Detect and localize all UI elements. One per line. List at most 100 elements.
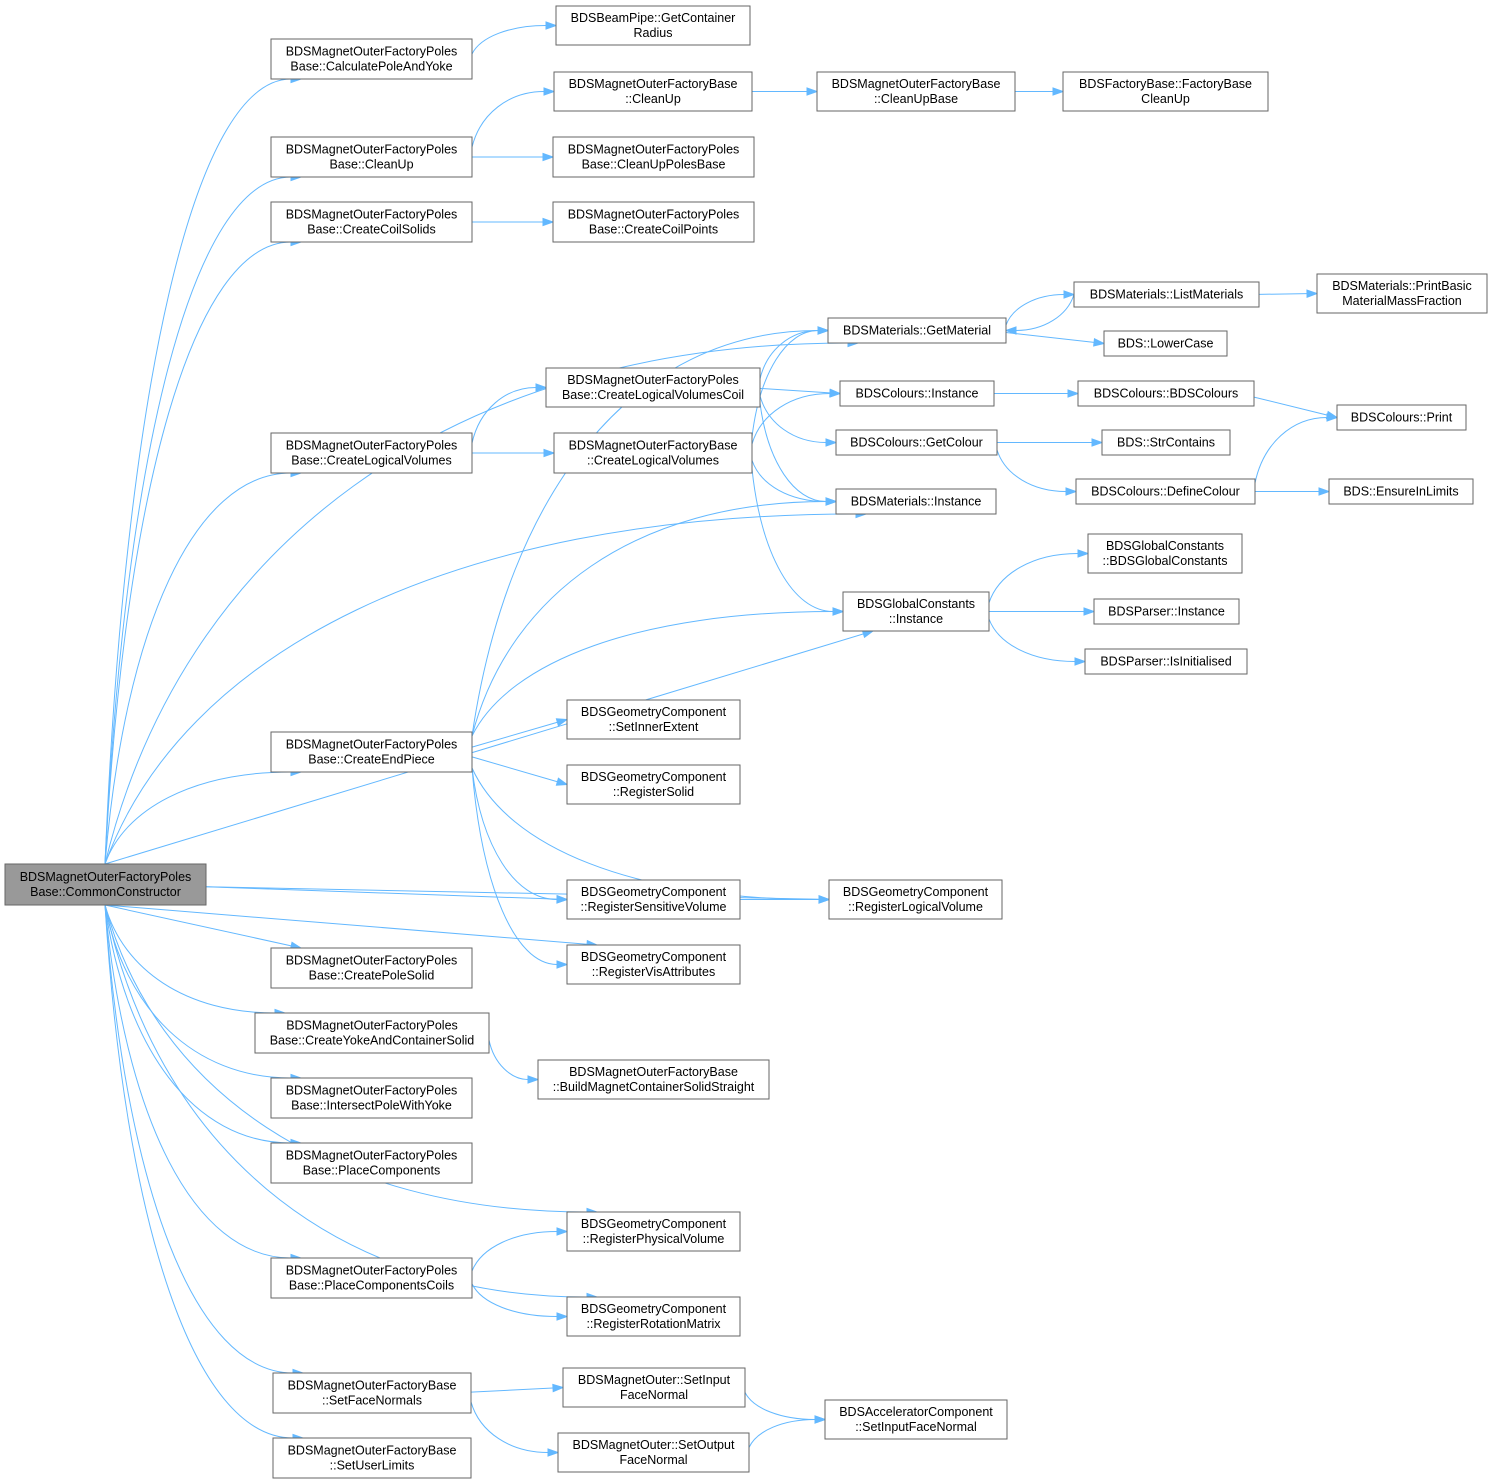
edge-arrowhead xyxy=(552,1383,565,1393)
node-place-components[interactable]: BDSMagnetOuterFactoryPolesBase::PlaceCom… xyxy=(270,1142,473,1184)
edge-arrowhead xyxy=(543,87,556,96)
node-bds-ensure-in-limits[interactable]: BDS::EnsureInLimits xyxy=(1328,478,1474,505)
edge-create-end-piece-to-gc-register-sensitive xyxy=(471,767,558,900)
node-label-line: Base::CommonConstructor xyxy=(30,885,181,899)
node-colours-print[interactable]: BDSColours::Print xyxy=(1336,404,1467,431)
node-label-line: Base::CreatePoleSolid xyxy=(309,969,435,983)
node-label-line: BDSMagnetOuterFactoryPoles xyxy=(286,1149,458,1163)
node-create-lv-coil[interactable]: BDSMagnetOuterFactoryPolesBase::CreateLo… xyxy=(545,367,761,408)
edge-mo-set-output-face-to-accel-set-input-face xyxy=(748,1419,816,1448)
node-materials-print-basic[interactable]: BDSMaterials::PrintBasicMaterialMassFrac… xyxy=(1316,273,1488,314)
node-build-container-straight[interactable]: BDSMagnetOuterFactoryBase::BuildMagnetCo… xyxy=(537,1059,770,1100)
node-materials-get-material[interactable]: BDSMaterials::GetMaterial xyxy=(827,317,1007,344)
node-accel-set-input-face[interactable]: BDSAcceleratorComponent::SetInputFaceNor… xyxy=(824,1399,1008,1440)
node-set-user-limits[interactable]: BDSMagnetOuterFactoryBase::SetUserLimits xyxy=(272,1437,472,1479)
node-base-cleanup[interactable]: BDSMagnetOuterFactoryBase::CleanUp xyxy=(553,71,753,112)
node-gc-register-solid[interactable]: BDSGeometryComponent::RegisterSolid xyxy=(566,764,741,805)
node-box xyxy=(1316,273,1488,314)
edge-arrowhead xyxy=(556,1312,569,1321)
node-label-line: BDSGeometryComponent xyxy=(581,885,727,899)
node-mo-set-input-face[interactable]: BDSMagnetOuter::SetInputFaceNormal xyxy=(562,1367,746,1408)
edge-arrowhead xyxy=(817,326,830,335)
nodes-layer: BDSMagnetOuterFactoryPolesBase::CommonCo… xyxy=(4,5,1488,1479)
node-gc-register-physical[interactable]: BDSGeometryComponent::RegisterPhysicalVo… xyxy=(566,1211,741,1252)
node-colours-instance[interactable]: BDSColours::Instance xyxy=(839,380,995,407)
node-intersect-pole-yoke[interactable]: BDSMagnetOuterFactoryPolesBase::Intersec… xyxy=(270,1077,473,1119)
node-box xyxy=(552,136,755,178)
node-label-line: BDSMagnetOuterFactoryBase xyxy=(569,77,738,91)
node-box xyxy=(553,71,753,112)
node-label-line: BDSMagnetOuterFactoryPoles xyxy=(568,143,740,157)
node-cleanup-poles-base[interactable]: BDSMagnetOuterFactoryPolesBase::CleanUpP… xyxy=(552,136,755,178)
edge-arrowhead xyxy=(527,1075,540,1084)
node-parser-is-initialised[interactable]: BDSParser::IsInitialised xyxy=(1084,648,1248,675)
edge-arrowhead xyxy=(1067,389,1080,398)
node-base-create-lv[interactable]: BDSMagnetOuterFactoryBase::CreateLogical… xyxy=(553,432,753,474)
node-colours-define[interactable]: BDSColours::DefineColour xyxy=(1075,478,1256,505)
edge-place-components-coils-to-gc-register-rotation xyxy=(471,1283,558,1317)
node-box xyxy=(827,317,1007,344)
node-label-line: ::RegisterRotationMatrix xyxy=(586,1317,721,1331)
edge-arrowhead xyxy=(814,1415,827,1424)
node-box xyxy=(1062,71,1269,112)
node-label-line: FaceNormal xyxy=(619,1453,687,1467)
node-label-line: Base::CreateCoilSolids xyxy=(307,223,436,237)
edge-common-constructor-to-materials-get-material xyxy=(104,342,849,865)
node-colours-get-colour[interactable]: BDSColours::GetColour xyxy=(835,429,998,456)
edge-base-create-lv-to-colours-instance xyxy=(751,393,831,445)
node-gc-register-sensitive[interactable]: BDSGeometryComponent::RegisterSensitiveV… xyxy=(566,879,741,920)
node-materials-instance[interactable]: BDSMaterials::Instance xyxy=(835,488,997,515)
node-common-constructor[interactable]: BDSMagnetOuterFactoryPolesBase::CommonCo… xyxy=(4,863,207,906)
node-label-line: Base::CreateEndPiece xyxy=(308,753,435,767)
node-label-line: Base::CreateYokeAndContainerSolid xyxy=(270,1034,475,1048)
node-label-line: BDSGeometryComponent xyxy=(581,1302,727,1316)
edge-create-end-piece-to-gc-set-inner-extent xyxy=(471,721,558,748)
node-box xyxy=(839,380,995,407)
node-global-constants-instance[interactable]: BDSGlobalConstants::Instance xyxy=(842,591,990,632)
node-calc-pole-yoke[interactable]: BDSMagnetOuterFactoryPolesBase::Calculat… xyxy=(270,38,473,80)
node-label-line: BDSAcceleratorComponent xyxy=(839,1405,993,1419)
edge-colours-ctor-to-colours-print xyxy=(1253,396,1328,416)
edge-common-constructor-to-place-components-coils xyxy=(104,904,292,1259)
node-gc-set-inner-extent[interactable]: BDSGeometryComponent::SetInnerExtent xyxy=(566,699,741,740)
node-gc-register-logical[interactable]: BDSGeometryComponent::RegisterLogicalVol… xyxy=(828,879,1003,920)
node-place-components-coils[interactable]: BDSMagnetOuterFactoryPolesBase::PlaceCom… xyxy=(270,1257,473,1299)
node-set-face-normals[interactable]: BDSMagnetOuterFactoryBase::SetFaceNormal… xyxy=(272,1372,472,1414)
node-base-cleanup-base[interactable]: BDSMagnetOuterFactoryBase::CleanUpBase xyxy=(816,71,1016,112)
edge-arrowhead xyxy=(1052,87,1065,96)
node-bds-lower-case[interactable]: BDS::LowerCase xyxy=(1103,330,1228,357)
node-box xyxy=(828,879,1003,920)
node-label-line: BDSMaterials::PrintBasic xyxy=(1332,279,1472,293)
node-poles-create-logical-volumes[interactable]: BDSMagnetOuterFactoryPolesBase::CreateLo… xyxy=(270,432,473,474)
node-create-coil-points[interactable]: BDSMagnetOuterFactoryPolesBase::CreateCo… xyxy=(552,201,755,243)
edge-colours-get-colour-to-colours-define xyxy=(996,449,1067,492)
edge-common-constructor-to-gc-register-sensitive xyxy=(205,886,558,900)
edge-create-end-piece-to-gc-register-logical xyxy=(471,767,820,900)
edge-global-constants-instance-to-global-constants-ctor xyxy=(988,553,1079,603)
edge-arrowhead xyxy=(825,497,838,506)
node-bds-str-contains[interactable]: BDS::StrContains xyxy=(1101,429,1231,456)
node-create-end-piece[interactable]: BDSMagnetOuterFactoryPolesBase::CreateEn… xyxy=(270,731,473,773)
edge-base-create-lv-to-global-constants-instance xyxy=(751,468,834,612)
node-box xyxy=(566,944,741,985)
node-label-line: BDSMagnetOuterFactoryPoles xyxy=(20,870,192,884)
node-parser-instance[interactable]: BDSParser::Instance xyxy=(1093,598,1240,625)
node-create-pole-solid[interactable]: BDSMagnetOuterFactoryPolesBase::CreatePo… xyxy=(270,947,473,989)
node-global-constants-ctor[interactable]: BDSGlobalConstants::BDSGlobalConstants xyxy=(1087,533,1243,574)
edge-common-constructor-to-materials-instance xyxy=(104,513,857,865)
node-label-line: Base::CleanUpPolesBase xyxy=(582,158,726,172)
edge-common-constructor-to-intersect-pole-yoke xyxy=(104,904,292,1079)
node-gc-register-vis[interactable]: BDSGeometryComponent::RegisterVisAttribu… xyxy=(566,944,741,985)
node-box xyxy=(566,1296,741,1337)
edge-arrowhead xyxy=(1004,326,1017,335)
node-gc-register-rotation[interactable]: BDSGeometryComponent::RegisterRotationMa… xyxy=(566,1296,741,1337)
node-create-yoke-container[interactable]: BDSMagnetOuterFactoryPolesBase::CreateYo… xyxy=(254,1012,490,1054)
node-materials-list[interactable]: BDSMaterials::ListMaterials xyxy=(1073,281,1260,308)
node-create-coil-solids[interactable]: BDSMagnetOuterFactoryPolesBase::CreateCo… xyxy=(270,201,473,243)
node-label-line: MaterialMassFraction xyxy=(1342,294,1462,308)
node-colours-ctor[interactable]: BDSColours::BDSColours xyxy=(1077,380,1255,407)
